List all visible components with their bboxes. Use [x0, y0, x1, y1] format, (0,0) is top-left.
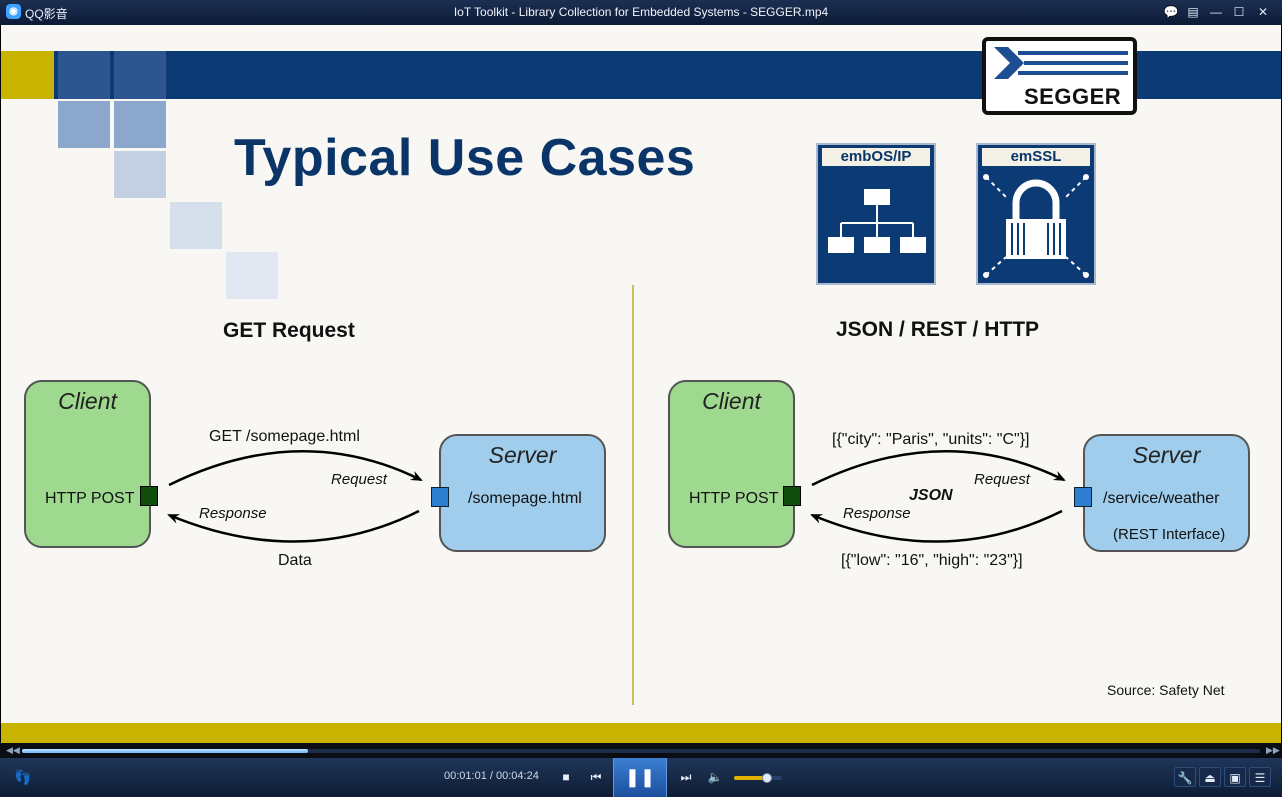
menu-icon[interactable]: ▤: [1187, 5, 1199, 19]
seek-bar[interactable]: ◀◀ ▶▶: [0, 743, 1282, 758]
server-text: /somepage.html: [468, 490, 582, 507]
volume-handle[interactable]: [761, 773, 772, 783]
data-label: Data: [278, 552, 312, 569]
right-client-box: Client HTTP POST: [668, 380, 795, 548]
source-note: Source: Safety Net: [1107, 682, 1225, 698]
app-name: QQ影音: [25, 7, 68, 21]
server-port: [1074, 487, 1092, 507]
decor-square: [58, 101, 110, 148]
segger-logo: SEGGER: [982, 37, 1137, 115]
right-heading: JSON / REST / HTTP: [836, 318, 1040, 341]
header-accent: [1, 51, 54, 99]
response-json-label: [{"low": "16", "high": "23"}]: [841, 552, 1023, 569]
seek-forward-icon[interactable]: ▶▶: [1266, 745, 1280, 755]
decor-square: [114, 51, 166, 99]
skin-icon[interactable]: ▣: [1224, 767, 1246, 787]
qq-player-logo-icon[interactable]: ◉: [6, 4, 21, 19]
client-title: Client: [58, 388, 117, 414]
window-title: IoT Toolkit - Library Collection for Emb…: [453, 5, 829, 19]
time-display: 00:01:01 / 00:04:24: [444, 770, 539, 782]
maximize-icon[interactable]: ☐: [1233, 5, 1245, 19]
decor-square: [58, 51, 110, 99]
product-label: embOS/IP: [822, 148, 930, 166]
title-bar: ◉ QQ影音 IoT Toolkit - Library Collection …: [0, 0, 1282, 25]
product-label: emSSL: [982, 148, 1090, 166]
product-emssl: emSSL: [976, 143, 1096, 285]
minimize-icon[interactable]: —: [1210, 5, 1222, 19]
segger-chevron-icon: [994, 47, 1128, 79]
product-embos-ip: embOS/IP: [816, 143, 936, 285]
volume-icon[interactable]: 🔈: [707, 770, 723, 784]
seek-track[interactable]: [22, 749, 1260, 753]
client-text: HTTP POST: [45, 490, 135, 507]
volume-slider[interactable]: [734, 773, 782, 783]
playlist-icon[interactable]: ☰: [1249, 767, 1271, 787]
response-label: Response: [843, 505, 911, 522]
chat-icon[interactable]: 💬: [1163, 5, 1179, 19]
decor-square: [226, 252, 278, 299]
previous-icon[interactable]: ⏮: [590, 770, 602, 784]
pause-button[interactable]: ❚❚: [613, 758, 667, 797]
stop-icon[interactable]: ■: [562, 770, 570, 784]
footprint-icon[interactable]: 👣: [14, 769, 32, 785]
right-server-box: Server /service/weather (REST Interface): [1083, 434, 1250, 552]
padlock-icon: [983, 174, 1089, 278]
seek-back-icon[interactable]: ◀◀: [6, 745, 20, 755]
decor-square: [170, 202, 222, 249]
json-label: JSON: [909, 487, 953, 504]
request-label: Request: [331, 471, 387, 488]
server-title: Server: [1132, 442, 1201, 468]
get-label: GET /somepage.html: [209, 428, 360, 445]
server-text: /service/weather: [1103, 490, 1220, 507]
left-server-box: Server /somepage.html: [439, 434, 606, 552]
seek-progress: [22, 749, 308, 753]
network-tree-icon: [828, 189, 926, 253]
pause-icon: ❚❚: [624, 767, 656, 787]
server-port: [431, 487, 449, 507]
footer-band: [1, 723, 1281, 743]
control-bar: 👣 00:01:01 / 00:04:24 ■ ⏮ ❚❚ ⏭ 🔈 🔧 ⏏ ▣ ☰: [0, 758, 1282, 797]
video-frame[interactable]: Typical Use Cases SEGGER embOS/IP: [1, 25, 1281, 743]
request-json-label: [{"city": "Paris", "units": "C"}]: [832, 431, 1030, 448]
next-icon[interactable]: ⏭: [680, 770, 692, 784]
slide-title: Typical Use Cases: [234, 129, 696, 187]
client-title: Client: [702, 388, 761, 414]
server-title: Server: [488, 442, 557, 468]
logo-text: SEGGER: [1024, 84, 1122, 109]
eject-icon[interactable]: ⏏: [1199, 767, 1221, 787]
client-port: [783, 486, 801, 506]
decor-square: [114, 101, 166, 148]
server-subtext: (REST Interface): [1113, 526, 1226, 543]
response-label: Response: [199, 505, 267, 522]
client-text: HTTP POST: [689, 490, 779, 507]
column-divider: [632, 285, 634, 705]
close-icon[interactable]: ✕: [1257, 5, 1269, 19]
settings-icon[interactable]: 🔧: [1174, 767, 1196, 787]
request-label: Request: [974, 471, 1030, 488]
left-heading: GET Request: [223, 319, 355, 342]
volume-level: [734, 776, 767, 780]
left-client-box: Client HTTP POST: [24, 380, 151, 548]
client-port: [140, 486, 158, 506]
decor-square: [114, 151, 166, 198]
